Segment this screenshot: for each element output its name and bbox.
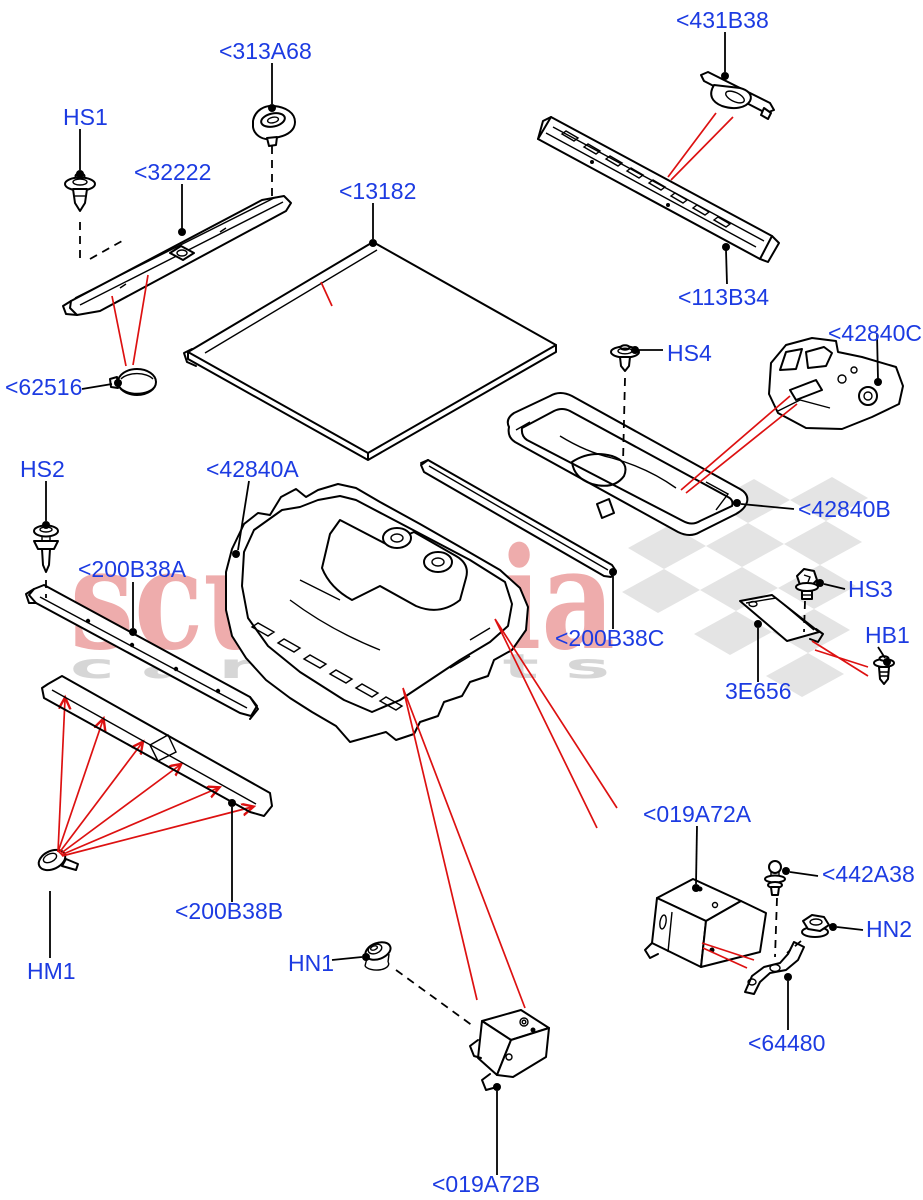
part-62516-cap-drawing — [109, 368, 157, 396]
part-42840c-drawing — [768, 337, 904, 430]
part-32222-drawing — [62, 195, 292, 316]
part-019a72a-bracket-drawing — [644, 878, 767, 968]
label-019a72b[interactable]: <019A72B — [432, 1171, 540, 1197]
label-13182[interactable]: <13182 — [339, 178, 416, 204]
label-hs2[interactable]: HS2 — [20, 456, 65, 482]
part-113b34-drawing — [537, 116, 780, 263]
label-hm1[interactable]: HM1 — [27, 958, 76, 984]
hs1-screw-drawing — [64, 172, 96, 212]
label-62516[interactable]: <62516 — [5, 374, 82, 400]
hs3-bolt-drawing — [795, 568, 819, 600]
label-431b38[interactable]: <431B38 — [676, 7, 769, 33]
part-313a68-drawing — [252, 104, 296, 147]
label-313a68[interactable]: <313A68 — [219, 38, 312, 64]
label-200b38a[interactable]: <200B38A — [78, 556, 187, 582]
part-labels: HS1 <313A68 <32222 <13182 <431B38 <113B3… — [5, 7, 922, 1197]
label-113b34[interactable]: <113B34 — [678, 284, 769, 310]
part-42840a-tray-drawing — [225, 483, 529, 743]
label-hb1[interactable]: HB1 — [865, 622, 910, 648]
red-reference-lines — [57, 112, 869, 1009]
label-42840b[interactable]: <42840B — [798, 496, 891, 522]
label-hs1[interactable]: HS1 — [63, 104, 108, 130]
hs2-clip-drawing — [33, 524, 59, 573]
hn2-nut-drawing — [801, 914, 830, 938]
label-200b38c[interactable]: <200B38C — [555, 625, 664, 651]
part-200b38c-drawing — [420, 459, 617, 578]
part-019a72b-bracket-drawing — [469, 1009, 550, 1091]
hm1-fastener-drawing — [37, 848, 79, 872]
part-442a38-stud-drawing — [764, 860, 786, 896]
label-32222[interactable]: <32222 — [134, 159, 211, 185]
label-hn1[interactable]: HN1 — [288, 950, 334, 976]
label-019a72a[interactable]: <019A72A — [643, 801, 752, 827]
part-431b38-drawing — [700, 71, 775, 120]
label-hn2[interactable]: HN2 — [866, 916, 912, 942]
label-hs3[interactable]: HS3 — [848, 576, 893, 602]
label-3e656[interactable]: 3E656 — [725, 678, 792, 704]
part-200b38b-drawing — [41, 675, 273, 817]
label-42840c[interactable]: <42840C — [828, 320, 922, 346]
leader-lines — [42, 32, 891, 1175]
part-13182-floor-panel-drawing — [183, 241, 557, 461]
label-64480[interactable]: <64480 — [748, 1030, 825, 1056]
label-hs4[interactable]: HS4 — [667, 340, 712, 366]
part-3e656-plate-drawing — [739, 594, 824, 643]
part-42840b-tray-drawing — [506, 392, 749, 536]
part-64480-strap-drawing — [744, 941, 805, 995]
hm1-fan-lines — [57, 699, 252, 857]
label-442a38[interactable]: <442A38 — [822, 861, 915, 887]
part-200b38a-drawing — [25, 584, 259, 720]
label-200b38b[interactable]: <200B38B — [175, 898, 283, 924]
label-42840a[interactable]: <42840A — [206, 456, 299, 482]
